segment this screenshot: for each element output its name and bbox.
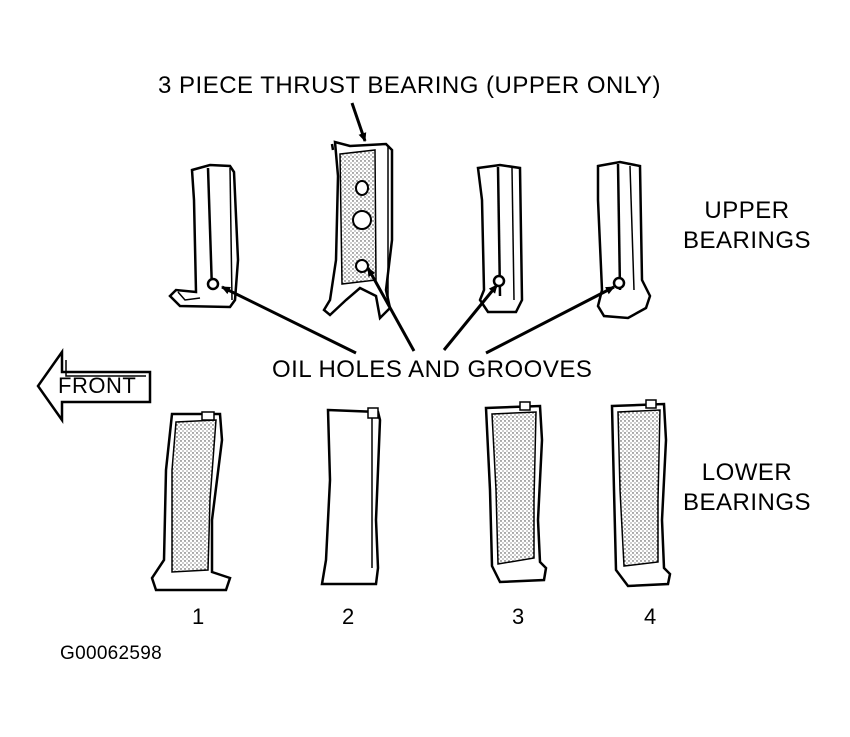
oil-holes-label: OIL HOLES AND GROOVES: [272, 356, 593, 383]
lower-bearings-label: LOWER BEARINGS: [676, 458, 818, 518]
upper-bearing-3: [476, 163, 524, 314]
upper-bearing-1: [168, 163, 240, 309]
upper-bearing-4: [596, 160, 652, 320]
upper-bearings-label: UPPER BEARINGS: [676, 196, 818, 256]
thrust-pointer-arrow: [350, 102, 367, 142]
front-label: FRONT: [58, 373, 137, 398]
lower-bearing-2: [320, 407, 382, 586]
position-number-2: 2: [342, 604, 355, 629]
position-number-1: 1: [192, 604, 205, 629]
front-arrow-icon: [36, 348, 152, 424]
upper-label-line1: UPPER: [704, 197, 790, 224]
lower-label-line1: LOWER: [701, 459, 793, 486]
figure-code: G00062598: [60, 643, 163, 664]
oil-arrow-2: [366, 267, 416, 352]
thrust-bearing-title: 3 PIECE THRUST BEARING (UPPER ONLY): [158, 72, 661, 99]
upper-label-line2: BEARINGS: [682, 227, 812, 254]
oil-arrow-1: [221, 285, 357, 355]
lower-bearing-1: [150, 411, 232, 592]
lower-label-line2: BEARINGS: [682, 489, 812, 516]
lower-bearing-4: [610, 399, 672, 588]
position-number-4: 4: [644, 604, 657, 629]
position-number-3: 3: [512, 604, 525, 629]
oil-arrow-4: [485, 285, 615, 355]
lower-bearing-3: [484, 401, 548, 584]
oil-arrow-3: [442, 284, 499, 351]
